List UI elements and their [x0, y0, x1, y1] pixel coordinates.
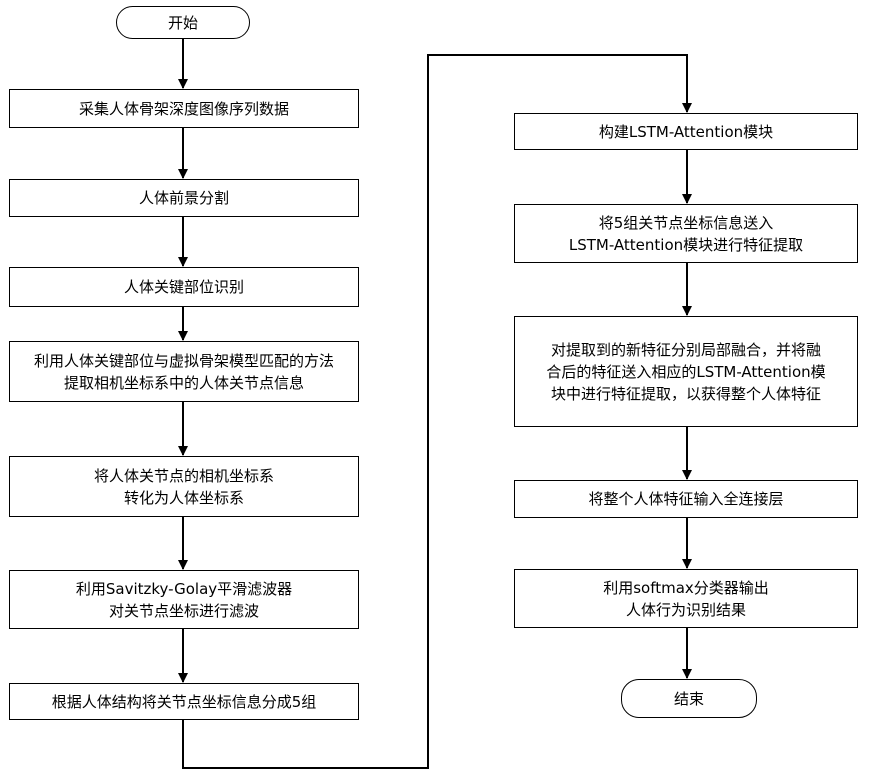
- step-softmax-output: 利用softmax分类器输出 人体行为识别结果: [514, 569, 858, 628]
- step-build-lstm-attention: 构建LSTM-Attention模块: [514, 113, 858, 150]
- end-terminal: 结束: [621, 679, 757, 718]
- step-text: 人体前景分割: [139, 187, 229, 209]
- step-text: 将整个人体特征输入全连接层: [588, 488, 783, 510]
- step-feed-groups-to-lstm: 将5组关节点坐标信息送入 LSTM-Attention模块进行特征提取: [514, 204, 858, 263]
- step-split-into-groups: 根据人体结构将关节点坐标信息分成5组: [9, 683, 359, 720]
- step-text: 人体行为识别结果: [626, 599, 746, 621]
- step-collect-depth-data: 采集人体骨架深度图像序列数据: [9, 89, 359, 128]
- step-local-fusion: 对提取到的新特征分别局部融合，并将融 合后的特征送入相应的LSTM-Attent…: [514, 316, 858, 427]
- step-text: 利用Savitzky-Golay平滑滤波器: [76, 578, 292, 600]
- step-text: 将5组关节点坐标信息送入: [599, 212, 774, 234]
- start-label: 开始: [168, 12, 198, 34]
- step-foreground-segmentation: 人体前景分割: [9, 179, 359, 217]
- step-fully-connected-layer: 将整个人体特征输入全连接层: [514, 480, 858, 518]
- step-text: 提取相机坐标系中的人体关节点信息: [64, 372, 304, 394]
- step-savitzky-golay-filter: 利用Savitzky-Golay平滑滤波器 对关节点坐标进行滤波: [9, 570, 359, 629]
- end-label: 结束: [674, 688, 704, 710]
- step-text: 构建LSTM-Attention模块: [599, 121, 773, 143]
- step-text: LSTM-Attention模块进行特征提取: [569, 234, 803, 256]
- step-extract-joint-info: 利用人体关键部位与虚拟骨架模型匹配的方法 提取相机坐标系中的人体关节点信息: [9, 341, 359, 402]
- step-key-part-recognition: 人体关键部位识别: [9, 267, 359, 307]
- step-text: 利用人体关键部位与虚拟骨架模型匹配的方法: [34, 350, 334, 372]
- start-terminal: 开始: [116, 6, 250, 39]
- step-text: 人体关键部位识别: [124, 276, 244, 298]
- step-text: 合后的特征送入相应的LSTM-Attention模: [546, 361, 825, 383]
- step-text: 利用softmax分类器输出: [603, 577, 769, 599]
- step-coordinate-transform: 将人体关节点的相机坐标系 转化为人体坐标系: [9, 456, 359, 517]
- step-text: 对关节点坐标进行滤波: [109, 600, 259, 622]
- step-text: 块中进行特征提取，以获得整个人体特征: [551, 383, 821, 405]
- step-text: 根据人体结构将关节点坐标信息分成5组: [52, 691, 317, 713]
- step-text: 对提取到的新特征分别局部融合，并将融: [551, 339, 821, 361]
- step-text: 将人体关节点的相机坐标系: [94, 465, 274, 487]
- step-text: 采集人体骨架深度图像序列数据: [79, 98, 289, 120]
- step-text: 转化为人体坐标系: [124, 487, 244, 509]
